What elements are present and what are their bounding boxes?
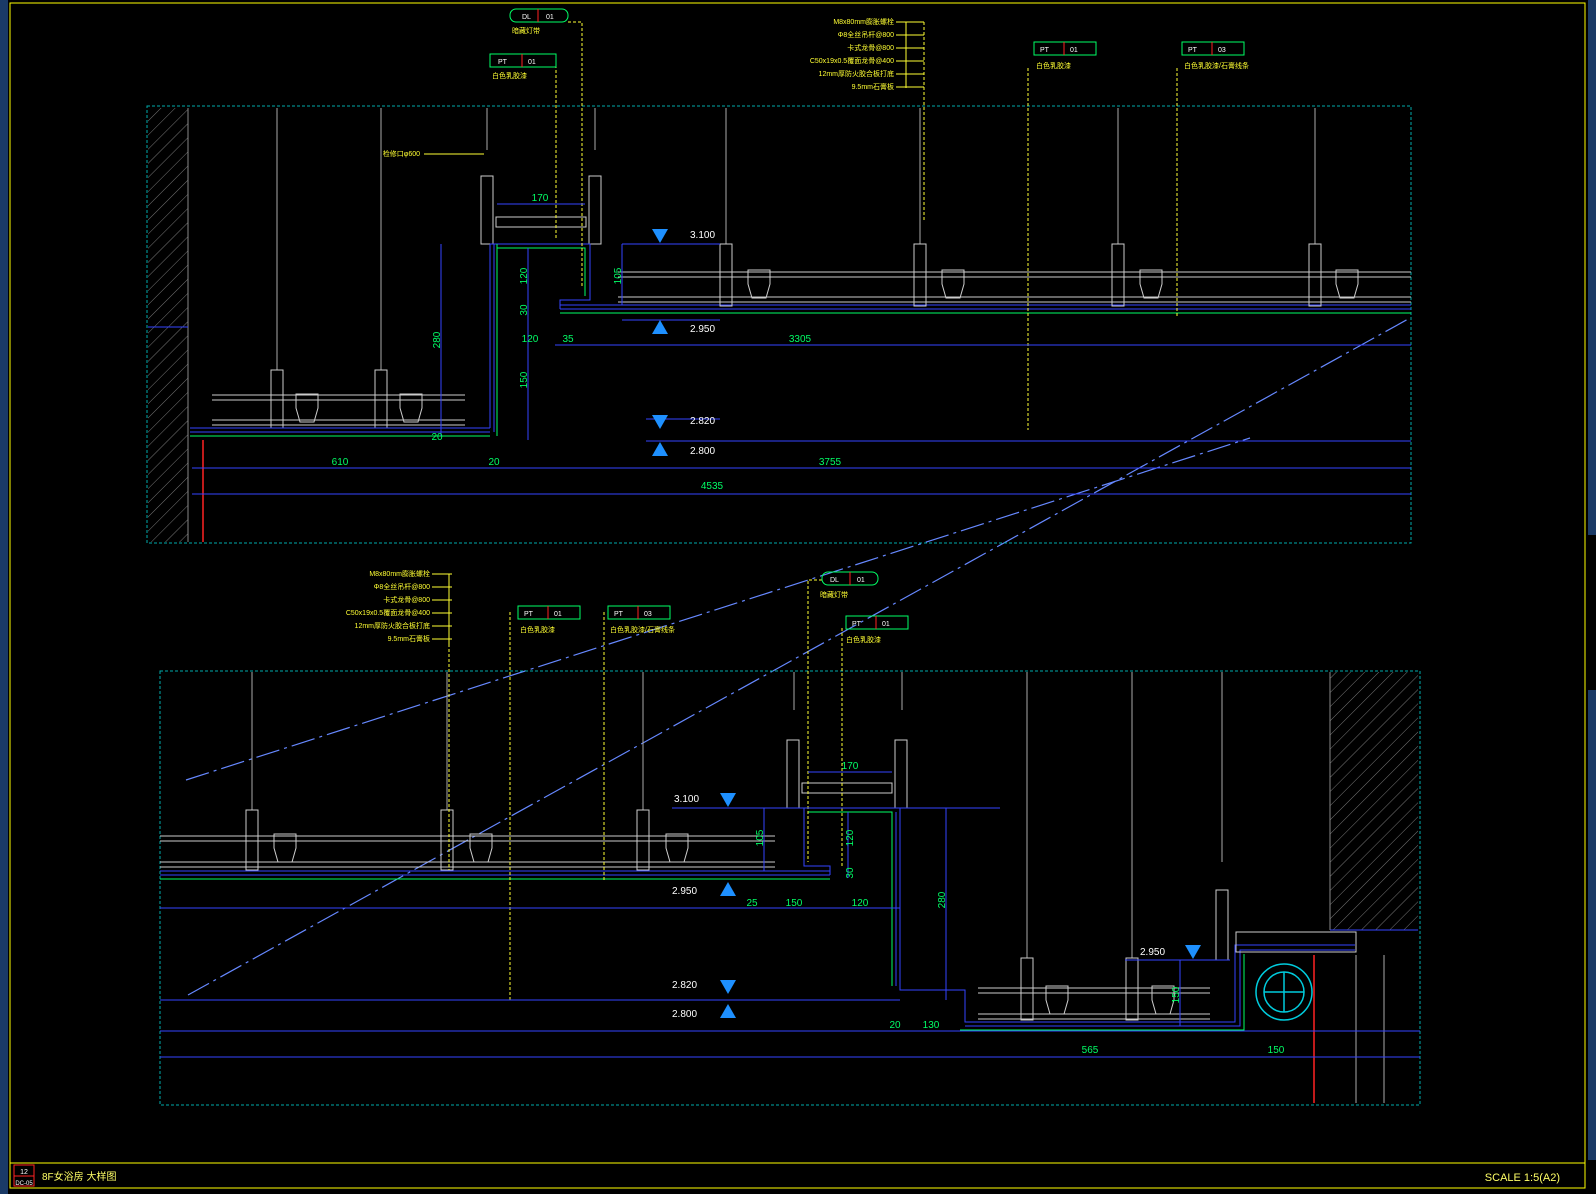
bottom-dim-30: 30	[845, 867, 856, 879]
pipe-section	[1255, 963, 1313, 1021]
top-dim-3755: 3755	[819, 457, 842, 468]
bottom-dim-150c: 150	[1268, 1045, 1285, 1056]
svg-text:01: 01	[1070, 47, 1078, 54]
top-tag-pt-01-b: PT 01 白色乳胶漆	[1033, 41, 1097, 70]
svg-text:03: 03	[644, 611, 652, 618]
svg-text:9.5mm石膏板: 9.5mm石膏板	[388, 634, 430, 643]
svg-text:C50x19x0.5覆面龙骨@400: C50x19x0.5覆面龙骨@400	[810, 56, 894, 65]
top-dim-105: 105	[613, 267, 624, 284]
top-level-2: 2.950	[690, 324, 715, 335]
bottom-dim-105: 105	[755, 829, 766, 846]
top-dim-20a: 20	[431, 432, 443, 443]
svg-text:PT: PT	[614, 611, 624, 618]
top-white-latex-stone-note: 白色乳胶漆/石膏线条	[1184, 61, 1249, 70]
svg-text:12mm厚防火胶合板打底: 12mm厚防火胶合板打底	[819, 69, 894, 78]
bottom-level-3: 2.820	[672, 980, 697, 991]
svg-text:DL: DL	[830, 577, 839, 584]
bottom-dim-120b: 120	[852, 898, 869, 909]
sheet-code: DC-05	[15, 1181, 33, 1187]
top-dim-170: 170	[532, 193, 549, 204]
svg-text:Φ8全丝吊杆@800: Φ8全丝吊杆@800	[838, 30, 894, 39]
svg-text:M8x80mm膨胀螺栓: M8x80mm膨胀螺栓	[369, 569, 430, 578]
bottom-white-latex-note-a: 白色乳胶漆	[520, 625, 555, 634]
svg-text:PT: PT	[1188, 47, 1198, 54]
svg-text:M8x80mm膨胀螺栓: M8x80mm膨胀螺栓	[833, 17, 894, 26]
svg-text:01: 01	[528, 59, 536, 66]
bottom-tag-dl: DL 01 暗藏灯带	[820, 571, 879, 599]
top-access-hatch-note: 检修口φ600	[383, 149, 420, 158]
svg-text:C50x19x0.5覆面龙骨@400: C50x19x0.5覆面龙骨@400	[346, 608, 430, 617]
bottom-tag-pt-01-a: PT 01 白色乳胶漆	[517, 605, 581, 634]
drawing-scale: SCALE 1:5(A2)	[1485, 1172, 1560, 1184]
title-block: 12 DC-05 8F女浴房 大样图 SCALE 1:5(A2)	[13, 1164, 1560, 1187]
top-dim-4535: 4535	[701, 481, 724, 492]
svg-text:01: 01	[857, 577, 865, 584]
bottom-dim-150b: 150	[1171, 986, 1182, 1003]
bottom-dim-150a: 150	[786, 898, 803, 909]
top-white-latex-note-b: 白色乳胶漆	[1036, 61, 1071, 70]
bottom-white-latex-stone-note: 白色乳胶漆/石膏线条	[610, 625, 675, 634]
top-light-slot-note: 暗藏灯带	[512, 26, 540, 35]
bottom-level-2: 2.950	[672, 886, 697, 897]
top-tag-dl: DL 01 暗藏灯带	[509, 8, 569, 35]
svg-text:PT: PT	[498, 59, 508, 66]
svg-text:9.5mm石膏板: 9.5mm石膏板	[852, 82, 894, 91]
bottom-tag-pt-01-b: PT 01 白色乳胶漆	[845, 615, 909, 644]
svg-text:Φ8全丝吊杆@800: Φ8全丝吊杆@800	[374, 582, 430, 591]
svg-text:PT: PT	[852, 621, 862, 628]
bottom-level-4: 2.800	[672, 1009, 697, 1020]
sheet-number: 12	[20, 1169, 28, 1176]
top-dim-20b: 20	[488, 457, 500, 468]
bottom-level-1: 3.100	[674, 794, 699, 805]
bottom-dim-20: 20	[889, 1020, 901, 1031]
svg-text:卡式龙骨@800: 卡式龙骨@800	[847, 43, 894, 52]
svg-text:12mm厚防火胶合板打底: 12mm厚防火胶合板打底	[355, 621, 430, 630]
bottom-dim-130: 130	[923, 1020, 940, 1031]
top-dim-120b: 120	[522, 334, 539, 345]
top-dim-30: 30	[519, 304, 530, 316]
svg-text:DL: DL	[522, 14, 531, 21]
svg-text:01: 01	[882, 621, 890, 628]
svg-text:PT: PT	[524, 611, 534, 618]
top-dim-35: 35	[562, 334, 574, 345]
bottom-white-latex-note-b: 白色乳胶漆	[846, 635, 881, 644]
bottom-dim-565: 565	[1082, 1045, 1099, 1056]
svg-text:01: 01	[554, 611, 562, 618]
bottom-dim-120a: 120	[845, 829, 856, 846]
top-level-3: 2.820	[690, 416, 715, 427]
bottom-material-stack: M8x80mm膨胀螺栓 Φ8全丝吊杆@800 卡式龙骨@800 C50x19x0…	[346, 569, 452, 643]
top-tag-pt-03: PT 03 白色乳胶漆/石膏线条	[1181, 41, 1249, 70]
top-dim-3305: 3305	[789, 334, 812, 345]
top-material-stack: M8x80mm膨胀螺栓 Φ8全丝吊杆@800 卡式龙骨@800 C50x19x0…	[810, 17, 924, 91]
bottom-tag-pt-03: PT 03 白色乳胶漆/石膏线条	[607, 605, 675, 634]
svg-text:03: 03	[1218, 47, 1226, 54]
top-white-latex-note-a: 白色乳胶漆	[492, 71, 527, 80]
drawing-title: 8F女浴房 大样图	[42, 1170, 116, 1183]
bottom-light-slot-note: 暗藏灯带	[820, 590, 848, 599]
bottom-dim-280: 280	[937, 891, 948, 908]
bottom-dim-25: 25	[746, 898, 758, 909]
top-dim-610: 610	[332, 457, 349, 468]
top-dim-150: 150	[519, 371, 530, 388]
svg-text:PT: PT	[1040, 47, 1050, 54]
top-level-1: 3.100	[690, 230, 715, 241]
svg-text:01: 01	[546, 14, 554, 21]
svg-text:卡式龙骨@800: 卡式龙骨@800	[383, 595, 430, 604]
top-dim-280: 280	[432, 331, 443, 348]
bottom-dim-170: 170	[842, 761, 859, 772]
top-level-4: 2.800	[690, 446, 715, 457]
bottom-section: 3.100 2.950 2.820 2.800 2.950 170 105 12…	[159, 569, 1421, 1106]
top-dim-120a: 120	[519, 267, 530, 284]
break-lines	[185, 317, 1411, 996]
top-section: 3.100 2.950 2.820 2.800 170 120 30 105 2…	[146, 8, 1412, 544]
top-tag-pt-01-a: PT 01 白色乳胶漆	[489, 53, 557, 80]
bottom-level-5: 2.950	[1140, 947, 1165, 958]
